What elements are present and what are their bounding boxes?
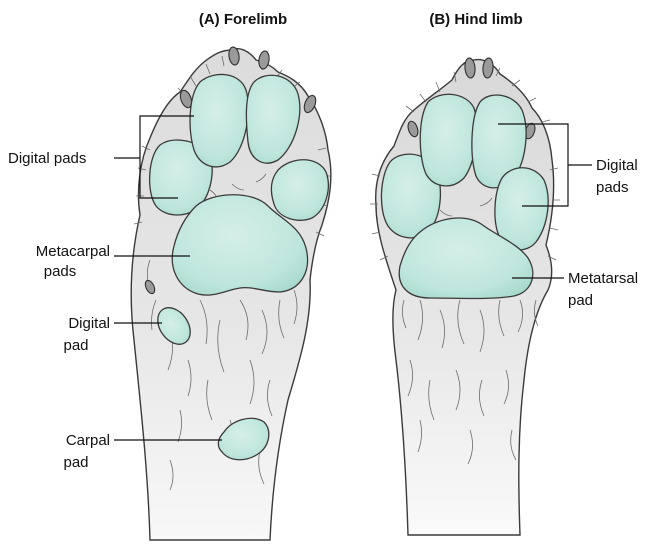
forelimb-digital-pads-label: Digital pads	[8, 150, 86, 167]
hindlimb-digital-pads-label-line2: pads	[596, 179, 629, 196]
forelimb-digital-pad-label-line2: pad	[63, 337, 88, 354]
hindlimb-digital-pad-2	[420, 94, 477, 186]
forelimb-metacarpal-label-line2: pads	[44, 263, 77, 280]
forelimb-digital-pad-4	[271, 160, 328, 221]
hindlimb	[370, 58, 560, 535]
forelimb	[131, 46, 331, 540]
hindlimb-metatarsal-label-line2: pad	[568, 292, 593, 309]
forelimb-digital-pad-label-line1: Digital	[68, 315, 110, 332]
forelimb-metacarpal-label-line1: Metacarpal	[36, 243, 110, 260]
forelimb-carpal-label-line2: pad	[63, 454, 88, 471]
hindlimb-metatarsal-label-line1: Metatarsal	[568, 270, 638, 287]
hindlimb-title: (B) Hind limb	[429, 11, 522, 28]
forelimb-title: (A) Forelimb	[199, 11, 287, 28]
forelimb-carpal-label-line1: Carpal	[66, 432, 110, 449]
hindlimb-digital-pads-label-line1: Digital	[596, 157, 638, 174]
